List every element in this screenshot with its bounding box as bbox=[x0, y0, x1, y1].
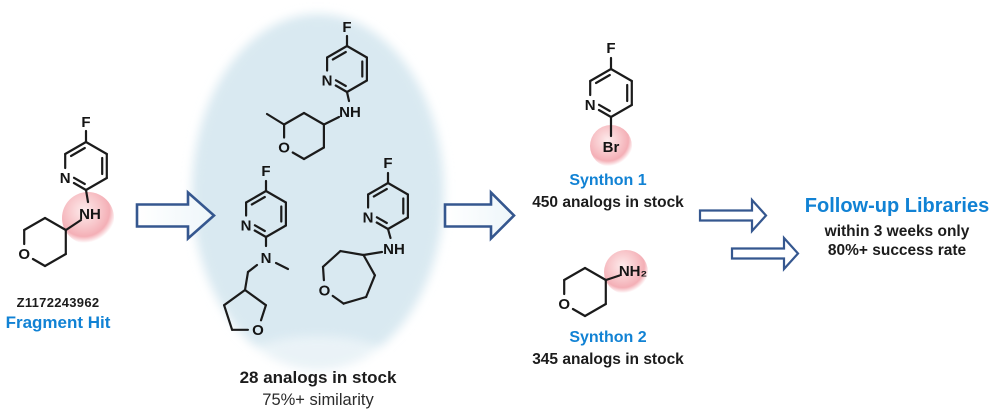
atom-label-o: O bbox=[319, 282, 331, 299]
atom-label-f: F bbox=[383, 155, 392, 172]
flow-arrow-1-icon bbox=[135, 189, 216, 242]
fragment-nh-highlight bbox=[62, 192, 114, 244]
analog-structure-2: N O F N bbox=[223, 163, 290, 339]
atom-label-f: F bbox=[342, 19, 351, 36]
fragment-id: Z1172243962 bbox=[16, 295, 100, 310]
analog-structure-1: N O F NH bbox=[265, 19, 368, 161]
atom-label-n: N bbox=[585, 97, 596, 114]
fragment-hit-label: Fragment Hit bbox=[5, 313, 111, 332]
atom-label-n: N bbox=[241, 218, 252, 235]
ellipse-glow bbox=[248, 336, 388, 380]
synthon2-title: Synthon 2 bbox=[569, 329, 647, 346]
atom-label-n: N bbox=[261, 250, 272, 267]
similarity-label: 75%+ similarity bbox=[262, 391, 374, 409]
fragment-hit-structure: N O F NH bbox=[18, 114, 108, 268]
synthon2-structure: O NH₂ bbox=[558, 263, 647, 318]
followup-caption: Follow-up Libraries within 3 weeks only … bbox=[797, 194, 996, 260]
atom-label-nh: NH bbox=[79, 206, 101, 223]
synthon1-caption: Synthon 1 450 analogs in stock bbox=[528, 171, 688, 213]
synthon1-title: Synthon 1 bbox=[569, 172, 647, 189]
synthon2-nh2-highlight bbox=[604, 250, 648, 294]
flow-arrow-2-icon bbox=[443, 189, 516, 242]
synthon2-caption: Synthon 2 345 analogs in stock bbox=[528, 328, 688, 370]
followup-title: Follow-up Libraries bbox=[804, 195, 990, 217]
followup-line2: 80%+ success rate bbox=[827, 242, 967, 259]
atom-label-n: N bbox=[60, 170, 71, 187]
flow-arrow-4-icon bbox=[730, 235, 800, 272]
atom-label-nh2: NH₂ bbox=[619, 263, 647, 280]
atom-label-o: O bbox=[252, 322, 264, 339]
atom-label-f: F bbox=[81, 114, 90, 131]
atom-label-o: O bbox=[278, 140, 290, 157]
synthon1-br-highlight bbox=[590, 125, 632, 167]
analog-structure-3: N O F NH bbox=[319, 155, 409, 305]
flow-arrow-3-icon bbox=[698, 197, 768, 234]
synthon1-structure: N F Br bbox=[585, 40, 633, 156]
followup-line1: within 3 weeks only bbox=[824, 223, 970, 240]
synthon2-stock: 345 analogs in stock bbox=[532, 351, 684, 368]
atom-label-f: F bbox=[261, 163, 270, 180]
atom-label-br: Br bbox=[603, 139, 620, 156]
fragment-caption: Z1172243962 Fragment Hit bbox=[2, 295, 114, 333]
atom-label-o: O bbox=[18, 246, 30, 263]
atom-label-n: N bbox=[322, 73, 333, 90]
analog-cluster-ellipse bbox=[192, 14, 444, 370]
synthon1-stock: 450 analogs in stock bbox=[532, 194, 684, 211]
atom-label-o: O bbox=[558, 296, 570, 313]
analog-cluster-caption: 28 analogs in stock 75%+ similarity bbox=[199, 367, 437, 411]
atom-label-f: F bbox=[606, 40, 615, 57]
atom-label-nh: NH bbox=[383, 241, 405, 258]
atom-label-n: N bbox=[363, 210, 374, 227]
analog-count-label: 28 analogs in stock bbox=[239, 368, 397, 387]
atom-label-nh: NH bbox=[339, 104, 361, 121]
